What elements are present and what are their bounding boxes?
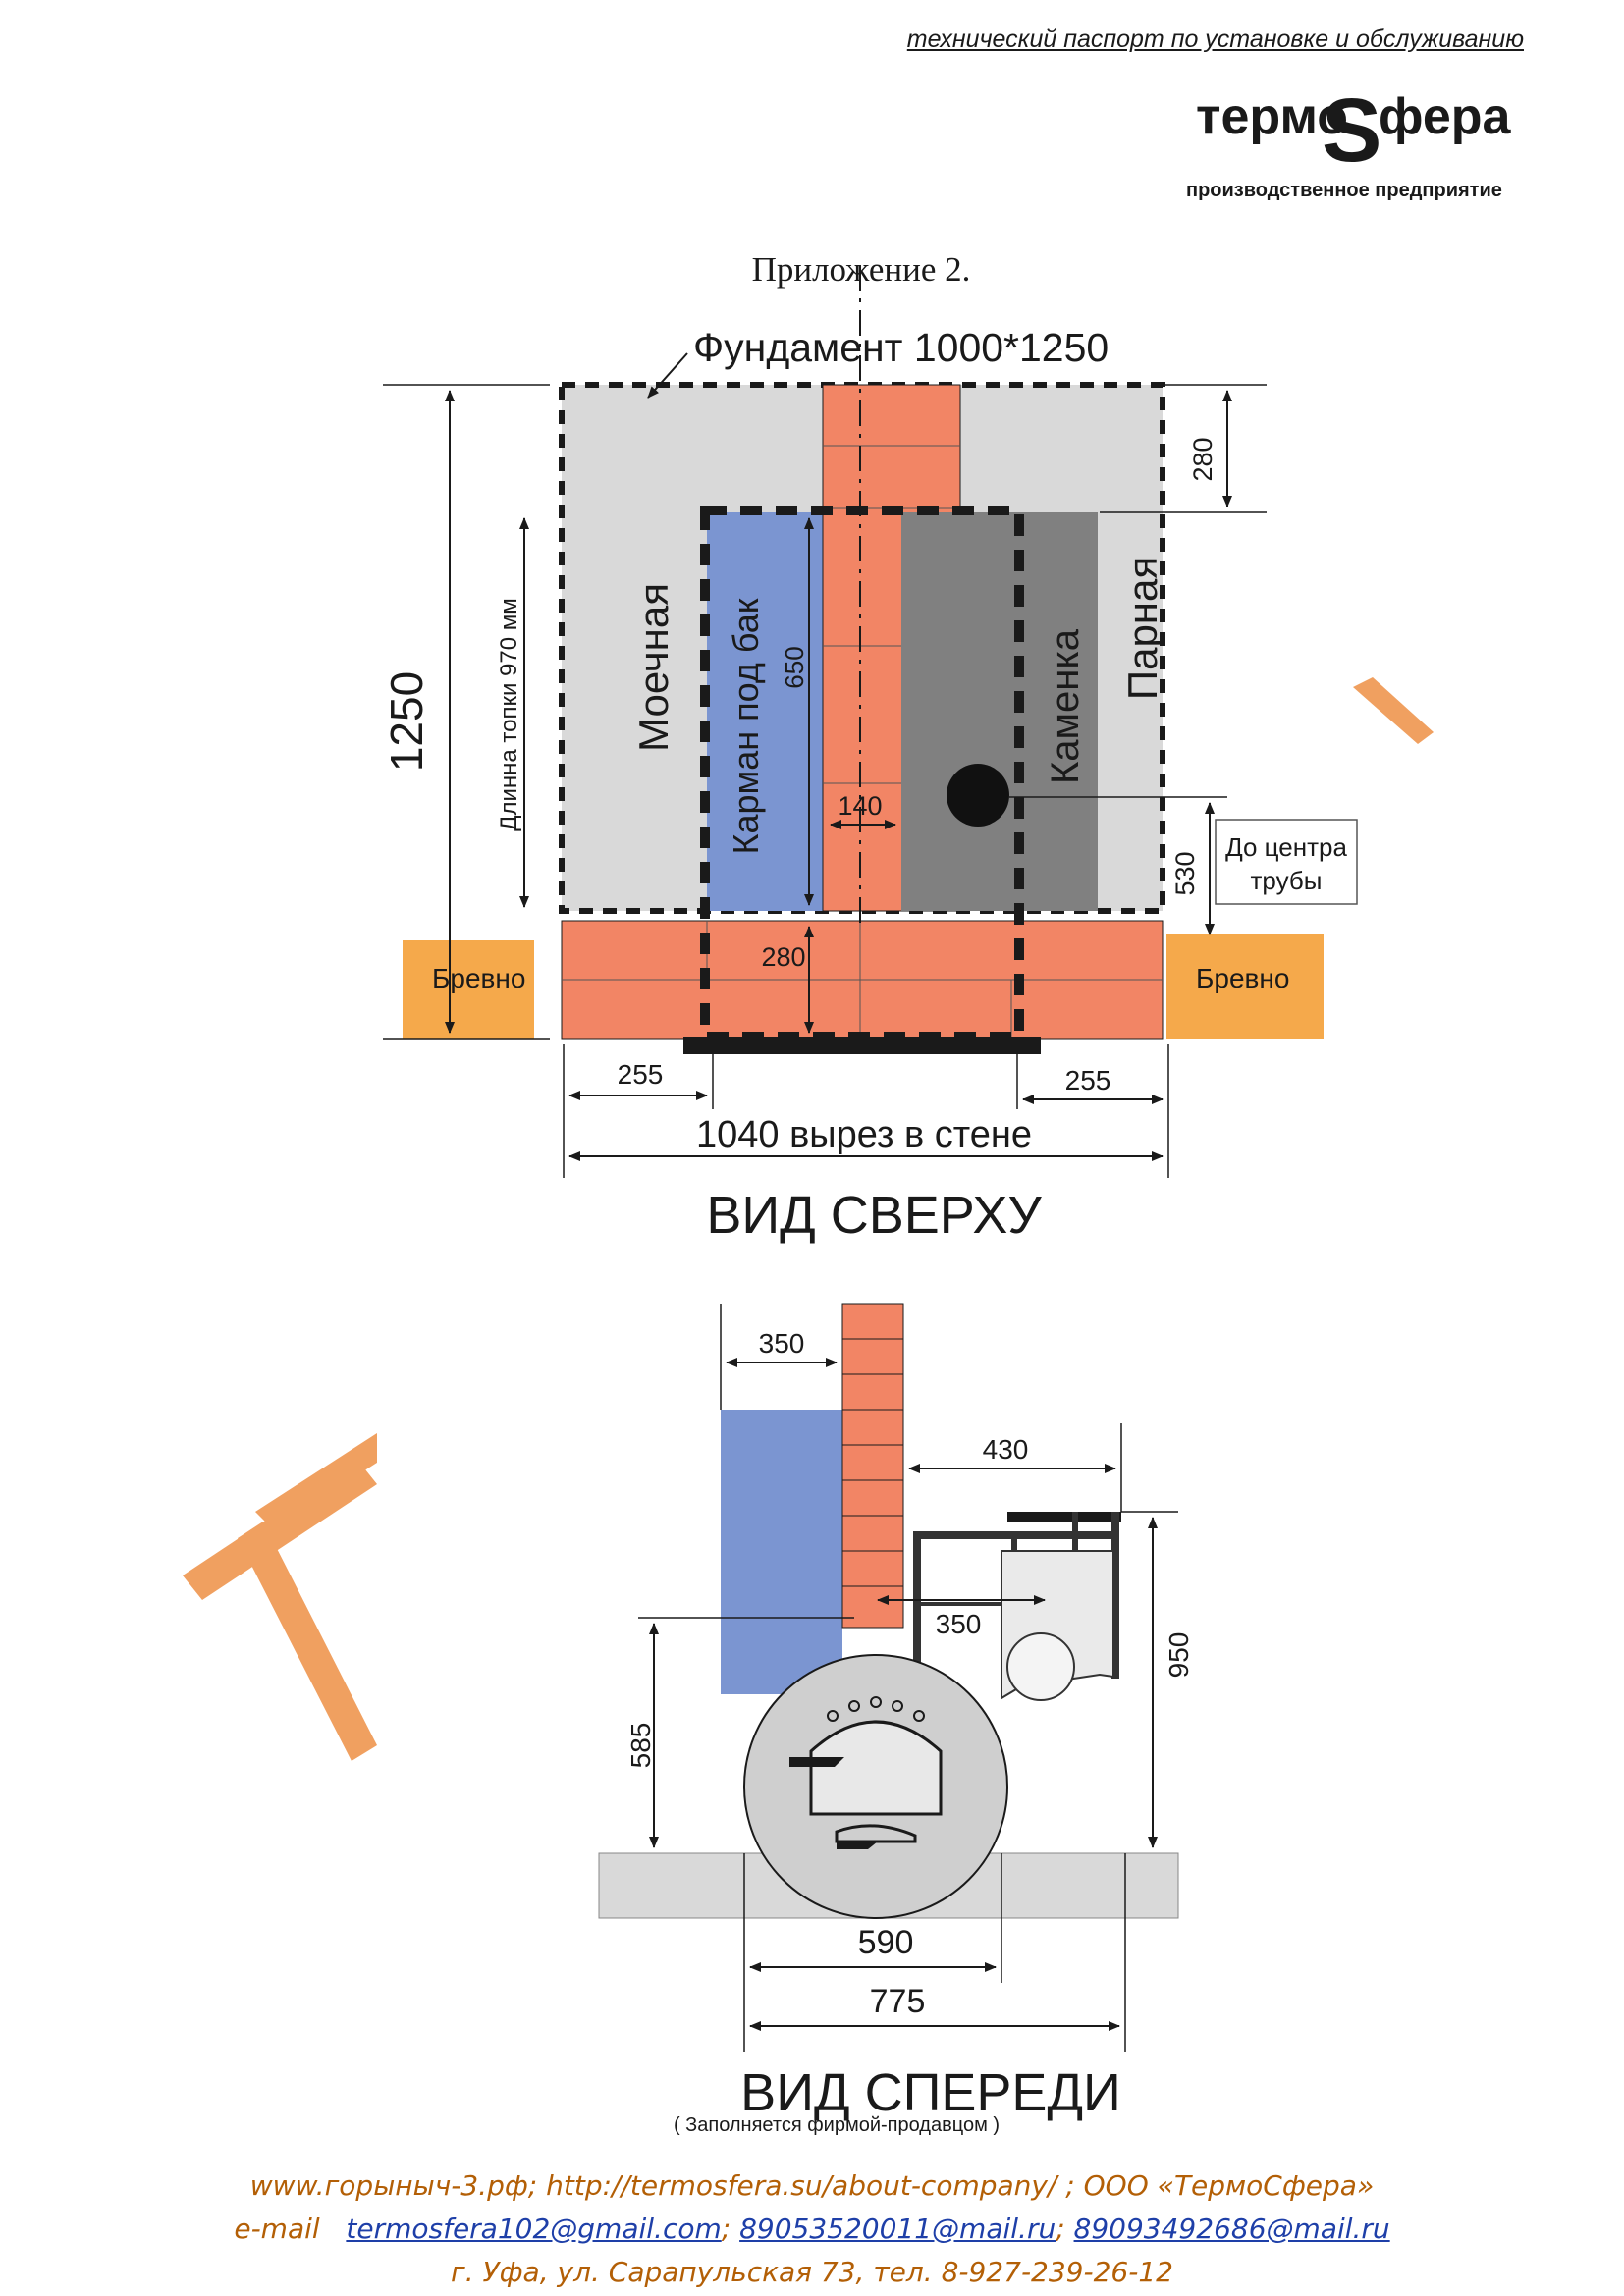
dim-775: 775 bbox=[870, 1983, 926, 2020]
dim-280-top: 280 bbox=[1188, 437, 1218, 481]
logo-brand-left: термо bbox=[1196, 88, 1348, 145]
pipe-center-box bbox=[1215, 819, 1358, 905]
firebox-door-plate bbox=[683, 1037, 1041, 1054]
water-tank bbox=[721, 1410, 842, 1694]
tank-pocket bbox=[707, 512, 823, 911]
dim-430: 430 bbox=[983, 1434, 1029, 1465]
dim-140: 140 bbox=[838, 791, 882, 821]
front-view-title: ВИД СПЕРЕДИ bbox=[740, 2063, 1121, 2122]
email-link-2[interactable]: 89053520011@mail.ru bbox=[739, 2213, 1056, 2245]
dim-1250: 1250 bbox=[381, 671, 432, 772]
logo-brand-letter: S bbox=[1322, 80, 1381, 181]
tank-pocket-label: Карман под бак bbox=[726, 598, 766, 854]
dim-255-left: 255 bbox=[618, 1059, 664, 1090]
firebox-length-label: Длинна топки 970 мм bbox=[496, 598, 522, 831]
stone-basket bbox=[913, 1512, 1121, 1701]
log-right bbox=[1166, 934, 1324, 1039]
dim-590: 590 bbox=[858, 1924, 914, 1961]
dim-280-wall: 280 bbox=[761, 942, 805, 972]
pipe-center-line2: трубы bbox=[1251, 866, 1323, 895]
stove-label: Каменка bbox=[1044, 628, 1087, 784]
seller-note: ( Заполняется фирмой-продавцом ) bbox=[673, 2114, 1001, 2136]
top-view-title: ВИД СВЕРХУ bbox=[706, 1186, 1042, 1245]
ash-door bbox=[835, 1824, 917, 1843]
footer-line-1: www.горыныч-3.рф; http://termosfera.su/a… bbox=[249, 2169, 1375, 2202]
front-view: 350 430 350 585 950 590 775 ВИД СПЕРЕДИ bbox=[598, 1303, 1194, 2122]
top-view: Фундамент 1000*1250 1250 Длинна топки 97… bbox=[381, 265, 1358, 1245]
dim-585: 585 bbox=[625, 1723, 656, 1769]
dim-350-mid: 350 bbox=[936, 1609, 982, 1639]
log-left bbox=[403, 940, 534, 1039]
pipe-hole bbox=[947, 764, 1009, 827]
dim-650: 650 bbox=[780, 646, 809, 688]
logo-subtitle: производственное предприятие bbox=[1186, 180, 1502, 201]
passport-header: технический паспорт по установке и обслу… bbox=[906, 26, 1524, 53]
wall-cut-label: 1040 вырез в стене bbox=[696, 1114, 1032, 1155]
footer-sep-1: ; bbox=[721, 2213, 731, 2245]
footer-line-3: г. Уфа, ул. Сарапульская 73, тел. 8-927-… bbox=[451, 2256, 1173, 2288]
steam-room-label: Парная bbox=[1119, 557, 1165, 700]
log-left-label: Бревно bbox=[432, 963, 525, 993]
company-logo: термо S фера производственное предприяти… bbox=[1186, 77, 1520, 214]
firebox-door bbox=[809, 1720, 943, 1816]
email-link-1[interactable]: termosfera102@gmail.com bbox=[346, 2213, 722, 2245]
log-right-label: Бревно bbox=[1196, 963, 1289, 993]
dim-350-top: 350 bbox=[759, 1328, 805, 1359]
footer-line-2: e-mail termosfera102@gmail.com; 89053520… bbox=[0, 2213, 1624, 2245]
logo-brand-right: фера bbox=[1379, 88, 1511, 145]
chimney-bricks bbox=[841, 1303, 904, 1629]
email-link-3[interactable]: 89093492686@mail.ru bbox=[1073, 2213, 1390, 2245]
stove-box bbox=[901, 512, 1098, 911]
dim-530: 530 bbox=[1170, 851, 1200, 895]
footer-email-label: e-mail bbox=[234, 2213, 320, 2245]
dim-950: 950 bbox=[1164, 1632, 1194, 1679]
door-handle bbox=[789, 1757, 844, 1767]
foundation-label: Фундамент 1000*1250 bbox=[693, 325, 1109, 370]
watermark bbox=[183, 677, 1434, 1761]
footer-sep-2: ; bbox=[1056, 2213, 1065, 2245]
dim-255-right: 255 bbox=[1065, 1065, 1111, 1095]
wash-room-label: Моечная bbox=[630, 583, 677, 752]
pipe-center-line1: До центра bbox=[1225, 832, 1347, 862]
